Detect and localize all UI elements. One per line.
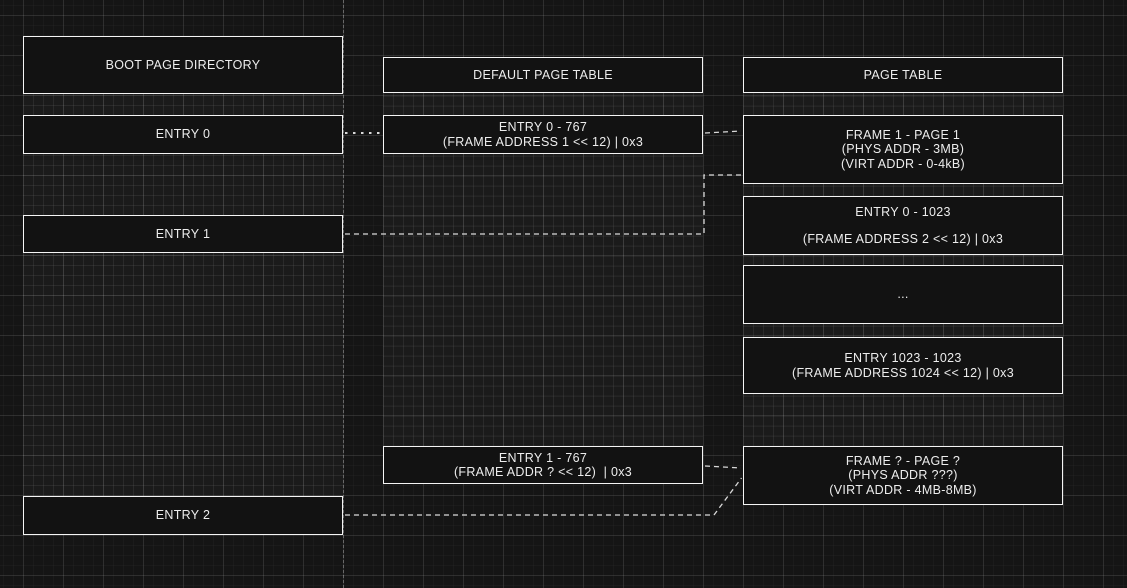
vertical-guide-line [343,0,344,588]
node-frame-q-page-q: FRAME ? - PAGE ? (PHYS ADDR ???) (VIRT A… [743,446,1063,505]
node-sublabel: (FRAME ADDRESS 2 << 12) | 0x3 [802,232,1004,246]
node-sublabel: (FRAME ADDRESS 1 << 12) | 0x3 [442,134,644,149]
node-dpt-entry-0-767: ENTRY 0 - 767 (FRAME ADDRESS 1 << 12) | … [383,115,703,154]
node-label: ENTRY 0 - 1023 [855,204,951,219]
node-label: ENTRY 1023 - 1023 [844,351,962,365]
node-label: ENTRY 0 [155,127,211,142]
node-pt-ellipsis: ... [743,265,1063,324]
connector-dpt-entry1-to-frameq [704,465,742,469]
node-entry-0: ENTRY 0 [23,115,343,154]
node-dpt-entry-1-767: ENTRY 1 - 767 (FRAME ADDR ? << 12) | 0x3 [383,446,703,484]
node-default-page-table-header: DEFAULT PAGE TABLE [383,57,703,93]
node-pt-entry-0-1023: ENTRY 0 - 1023 (FRAME ADDRESS 2 << 12) |… [743,196,1063,255]
node-sublabel: (PHYS ADDR ???) [848,468,958,483]
node-boot-page-directory-header: BOOT PAGE DIRECTORY [23,36,343,94]
node-frame-1-page-1: FRAME 1 - PAGE 1 (PHYS ADDR - 3MB) (VIRT… [743,115,1063,184]
node-label: FRAME 1 - PAGE 1 [845,127,961,142]
connector-dpt-entry0-to-frame1 [704,130,742,134]
connector-entry1-to-page-table [345,174,741,235]
node-label: DEFAULT PAGE TABLE [473,67,613,82]
node-sublabel: (VIRT ADDR - 4MB-8MB) [829,482,977,497]
node-label: ENTRY 2 [155,508,211,523]
node-label: ENTRY 1 - 767 [498,450,588,465]
node-pt-entry-1023-1023: ENTRY 1023 - 1023 (FRAME ADDRESS 1024 <<… [743,337,1063,394]
node-page-table-header: PAGE TABLE [743,57,1063,93]
node-label: ENTRY 0 - 767 [498,120,588,134]
node-sublabel: (FRAME ADDRESS 1024 << 12) | 0x3 [792,365,1014,380]
node-label: ENTRY 1 [155,226,211,241]
node-label: FRAME ? - PAGE ? [845,453,961,468]
node-entry-1: ENTRY 1 [23,215,343,253]
node-label: ... [897,287,909,302]
node-sublabel: (PHYS ADDR - 3MB) [841,142,965,157]
node-label: PAGE TABLE [863,67,943,82]
node-label: BOOT PAGE DIRECTORY [105,57,261,72]
node-sublabel: (VIRT ADDR - 0-4kB) [840,156,965,171]
connector-entry2-to-frameq [345,477,743,516]
node-entry-2: ENTRY 2 [23,496,343,535]
node-sublabel: (FRAME ADDR ? << 12) | 0x3 [453,465,633,479]
